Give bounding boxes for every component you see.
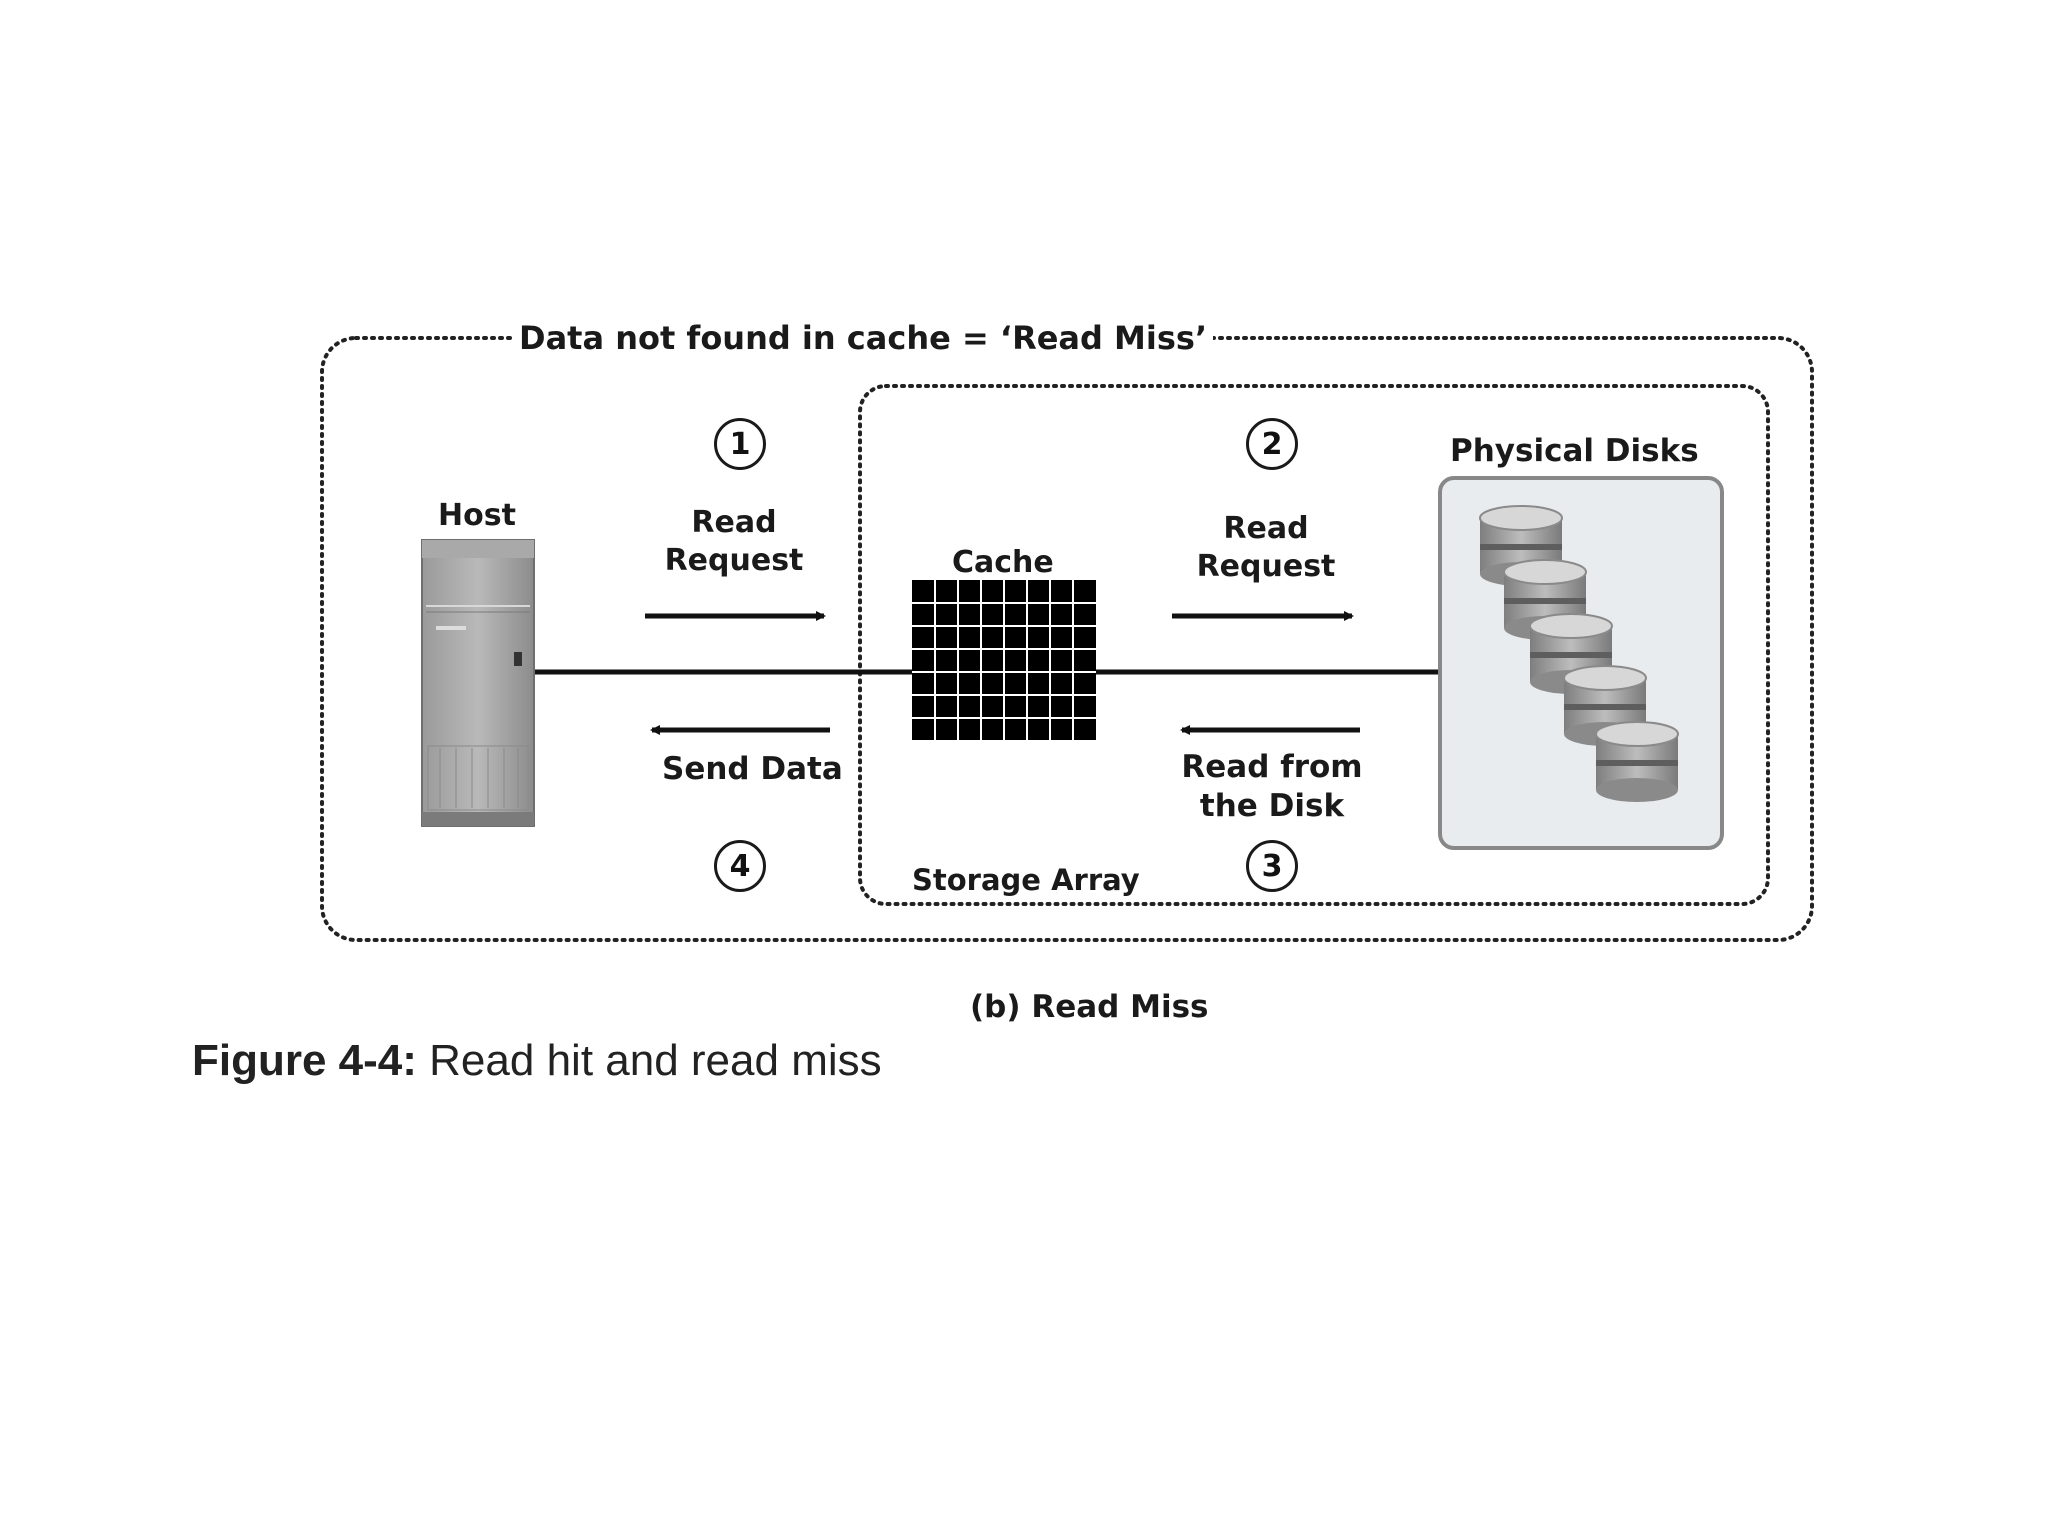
host-server-icon [421,539,535,827]
step-2-label: Read Request [1184,510,1348,585]
step-3-line2: the Disk [1199,787,1345,824]
cache-label: Cache [952,545,1054,580]
step-3-label: Read from the Disk [1170,748,1374,826]
step-3-badge: 3 [1246,840,1298,892]
physical-disks-label: Physical Disks [1450,433,1699,469]
host-label: Host [438,498,516,533]
read-miss-title: Data not found in cache = ‘Read Miss’ [513,318,1214,358]
cache-grid-icon [912,580,1096,740]
step-4-label: Send Data [662,751,843,787]
storage-array-label: Storage Array [912,863,1140,897]
step-3-line1: Read from [1181,749,1363,785]
storage-array-boundary [858,384,1770,906]
step-1-line2: Request [664,542,804,578]
step-2-line2: Request [1196,548,1336,584]
step-2-badge: 2 [1246,418,1298,470]
diagram-subcaption: (b) Read Miss [970,989,1209,1025]
step-1-badge: 1 [714,418,766,470]
step-4-badge: 4 [714,840,766,892]
disk-stack-icon [1479,505,1679,802]
step-1-line1: Read [691,505,777,540]
step-1-label: Read Request [652,504,816,579]
step-2-line1: Read [1223,511,1309,546]
figure-number: Figure 4-4: [192,1036,417,1085]
figure-caption-text: Read hit and read miss [429,1036,882,1085]
figure-caption: Figure 4-4: Read hit and read miss [192,1036,882,1086]
